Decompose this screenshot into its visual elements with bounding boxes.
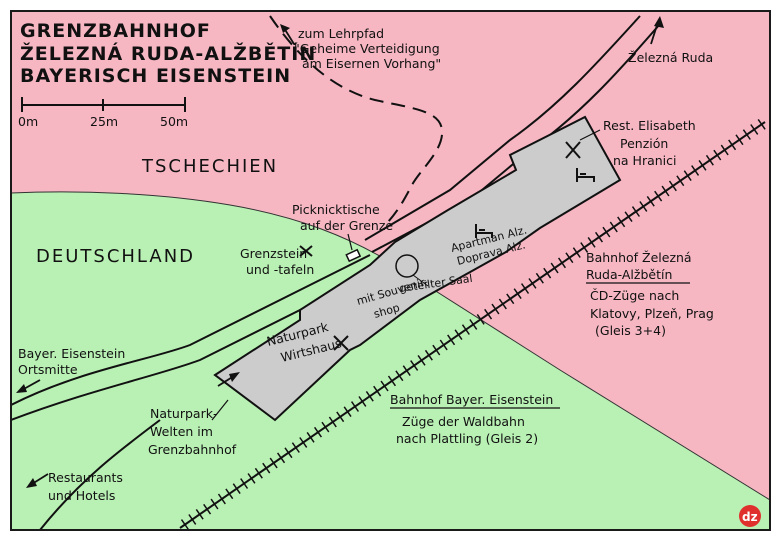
de-station-label-1: Bahnhof Bayer. Eisenstein — [390, 392, 553, 407]
german-territory — [11, 191, 770, 530]
rest-elisabeth-label-1: Rest. Elisabeth — [603, 118, 696, 133]
arrow-icon — [26, 473, 49, 488]
country-label-czech: TSCHECHIEN — [141, 156, 278, 177]
boundary-stone-label-1: Grenzstein — [240, 246, 307, 261]
rest-elisabeth-label-3: na Hranici — [613, 153, 677, 168]
picnic-label-2: auf der Grenze — [300, 218, 393, 233]
cz-station-label-2: Ruda-Alžbětín — [586, 267, 672, 282]
road-restaurants — [39, 419, 161, 530]
restaurants-label-2: und Hotels — [48, 488, 115, 503]
cz-station-label-5: (Gleis 3+4) — [595, 323, 666, 338]
divided-hall-marker — [395, 254, 419, 278]
railway-track — [179, 121, 766, 529]
boundary-stone-label-2: und -tafeln — [246, 262, 314, 277]
bed-icon — [475, 224, 493, 238]
map-title-line2: ŽELEZNÁ RUDA-ALŽBĚTÍN — [20, 42, 316, 65]
cutlery-icon — [565, 141, 581, 159]
picnic-label-1: Picknicktische — [292, 202, 380, 217]
town-centre-label-1: Bayer. Eisenstein — [18, 346, 125, 361]
scale-label-25: 25m — [90, 114, 118, 129]
lehrpfad-label-1: zum Lehrpfad — [298, 26, 384, 41]
nature-worlds-label-3: Grenzbahnhof — [148, 442, 237, 457]
country-label-germany: DEUTSCHLAND — [36, 246, 195, 267]
scale-label-0: 0m — [18, 114, 38, 129]
lehrpfad-trail — [269, 15, 444, 226]
bed-icon — [576, 168, 595, 182]
arrow-icon — [16, 379, 41, 393]
nature-worlds-label-2: Welten im — [150, 424, 213, 439]
road-zelezna-ruda — [364, 15, 641, 241]
lehrpfad-label-3: am Eisernen Vorhang" — [302, 56, 441, 71]
boundary-stone-icon — [299, 245, 313, 257]
arrow-icon — [280, 24, 295, 45]
railway-ties — [180, 118, 766, 530]
scale-bar: 0m 25m 50m — [18, 97, 188, 129]
road-ortsmitte — [11, 254, 371, 406]
nature-worlds-label-1: Naturpark- — [150, 406, 217, 421]
state-border-line — [11, 191, 770, 501]
restaurants-label-1: Restaurants — [48, 470, 123, 485]
de-station-label-3: nach Plattling (Gleis 2) — [396, 431, 538, 446]
de-station-label-2: Züge der Waldbahn — [402, 414, 525, 429]
map-title-line1: GRENZBAHNHOF — [20, 20, 211, 42]
lehrpfad-label-2: "Geheime Verteidigung — [294, 41, 440, 56]
picnic-table-icon — [345, 248, 362, 263]
map-title-line3: BAYERISCH EISENSTEIN — [20, 65, 291, 87]
cutlery-icon — [333, 335, 349, 351]
dz-logo: dz — [739, 505, 761, 527]
svg-text:dz: dz — [742, 510, 758, 524]
scale-label-50: 50m — [160, 114, 188, 129]
zelezna-ruda-label: Železná Ruda — [628, 50, 713, 65]
town-centre-label-2: Ortsmitte — [18, 362, 78, 377]
cz-station-label-3: ČD-Züge nach — [590, 288, 679, 303]
arrow-icon — [217, 372, 240, 387]
cz-station-label-1: Bahnhof Železná — [586, 250, 692, 265]
map-frame — [10, 10, 771, 531]
rest-elisabeth-label-2: Penzión — [620, 136, 668, 151]
cz-station-label-4: Klatovy, Plzeň, Prag — [590, 306, 714, 321]
arrow-icon — [650, 16, 664, 45]
